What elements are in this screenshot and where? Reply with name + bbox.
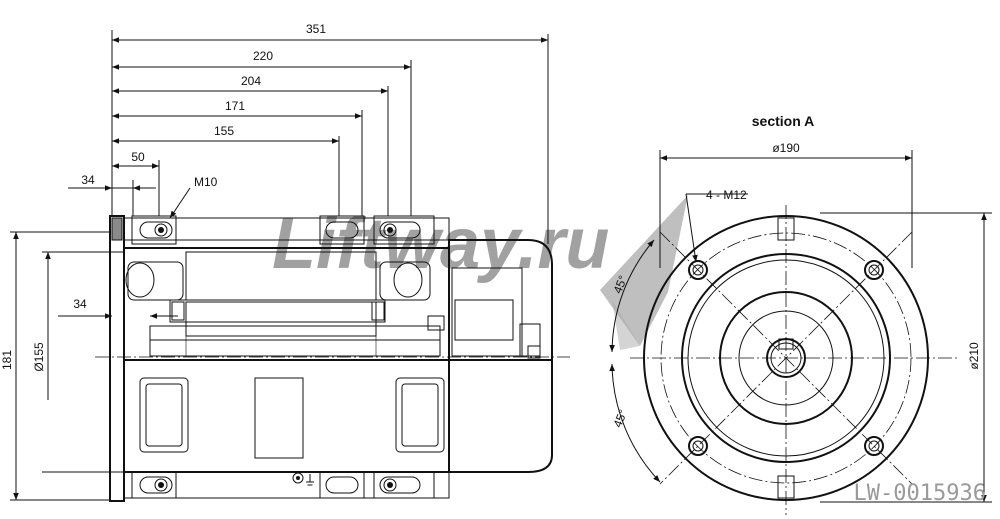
end-cap	[448, 239, 553, 361]
brake-disc	[451, 267, 523, 357]
dimension-181: 181	[0, 231, 110, 501]
angle-bottom-label: 45°	[610, 407, 630, 429]
angle-arc-top: 45°	[609, 239, 655, 353]
dimension-351: 351	[112, 22, 548, 43]
bolt-hole-top-right	[864, 260, 884, 280]
mount-slot-bottom-right	[373, 471, 435, 499]
dimension-155: 155	[112, 124, 339, 144]
flange-plate	[109, 215, 125, 502]
section-a-title: section A	[752, 113, 815, 129]
angle-arc-bottom: 45°	[609, 363, 661, 483]
holes-callout: 4 - M12	[685, 188, 748, 263]
bolt-hole-bottom-right	[864, 436, 884, 456]
dimension-50: 50	[112, 150, 159, 169]
thread-label: M10	[194, 175, 218, 189]
dimension-220: 220	[112, 49, 411, 70]
dimension-171: 171	[112, 99, 362, 119]
dim-351-label: 351	[306, 22, 326, 36]
dim-34-top-label: 34	[81, 173, 95, 187]
section-a-view: section A ø190	[609, 113, 992, 515]
dimension-34-mid: 34	[58, 297, 178, 319]
dimension-204: 204	[112, 74, 388, 94]
dim-181-label: 181	[0, 350, 14, 370]
mount-slot-top-center	[319, 215, 365, 245]
ground-terminal-icon	[292, 472, 314, 486]
dimension-34-top: 34	[68, 173, 156, 191]
housing-lower	[123, 359, 450, 473]
dimension-dia155: Ø155	[32, 251, 124, 473]
side-view: 351 220 204 171 155 50 34	[0, 22, 570, 502]
angle-top-label: 45°	[610, 273, 630, 295]
drawing-code: LW-0015936	[854, 481, 986, 506]
dimension-dia210: ø210	[820, 212, 992, 503]
dim-dia190-label: ø190	[772, 141, 800, 155]
dim-171-label: 171	[225, 99, 245, 113]
winding-left	[125, 262, 155, 298]
dim-50-label: 50	[131, 150, 145, 164]
bolt-hole-bottom-left	[688, 436, 708, 456]
dimension-dia190: ø190	[659, 141, 913, 268]
mount-slot-top-right	[373, 215, 435, 245]
dim-220-label: 220	[253, 49, 273, 63]
mount-slot-bottom-center	[319, 471, 365, 499]
thread-callout: M10	[169, 175, 218, 219]
dim-dia210-label: ø210	[967, 342, 981, 370]
dim-155-label: 155	[214, 124, 234, 138]
mount-slot-top-left	[131, 215, 177, 245]
bolt-hole-top-left	[688, 260, 708, 280]
holes-label: 4 - M12	[706, 188, 747, 202]
mount-slot-bottom-left	[131, 471, 177, 499]
winding-right	[393, 262, 423, 298]
dim-34-mid-label: 34	[73, 297, 87, 311]
dim-dia155-label: Ø155	[32, 342, 46, 372]
dim-204-label: 204	[241, 74, 261, 88]
